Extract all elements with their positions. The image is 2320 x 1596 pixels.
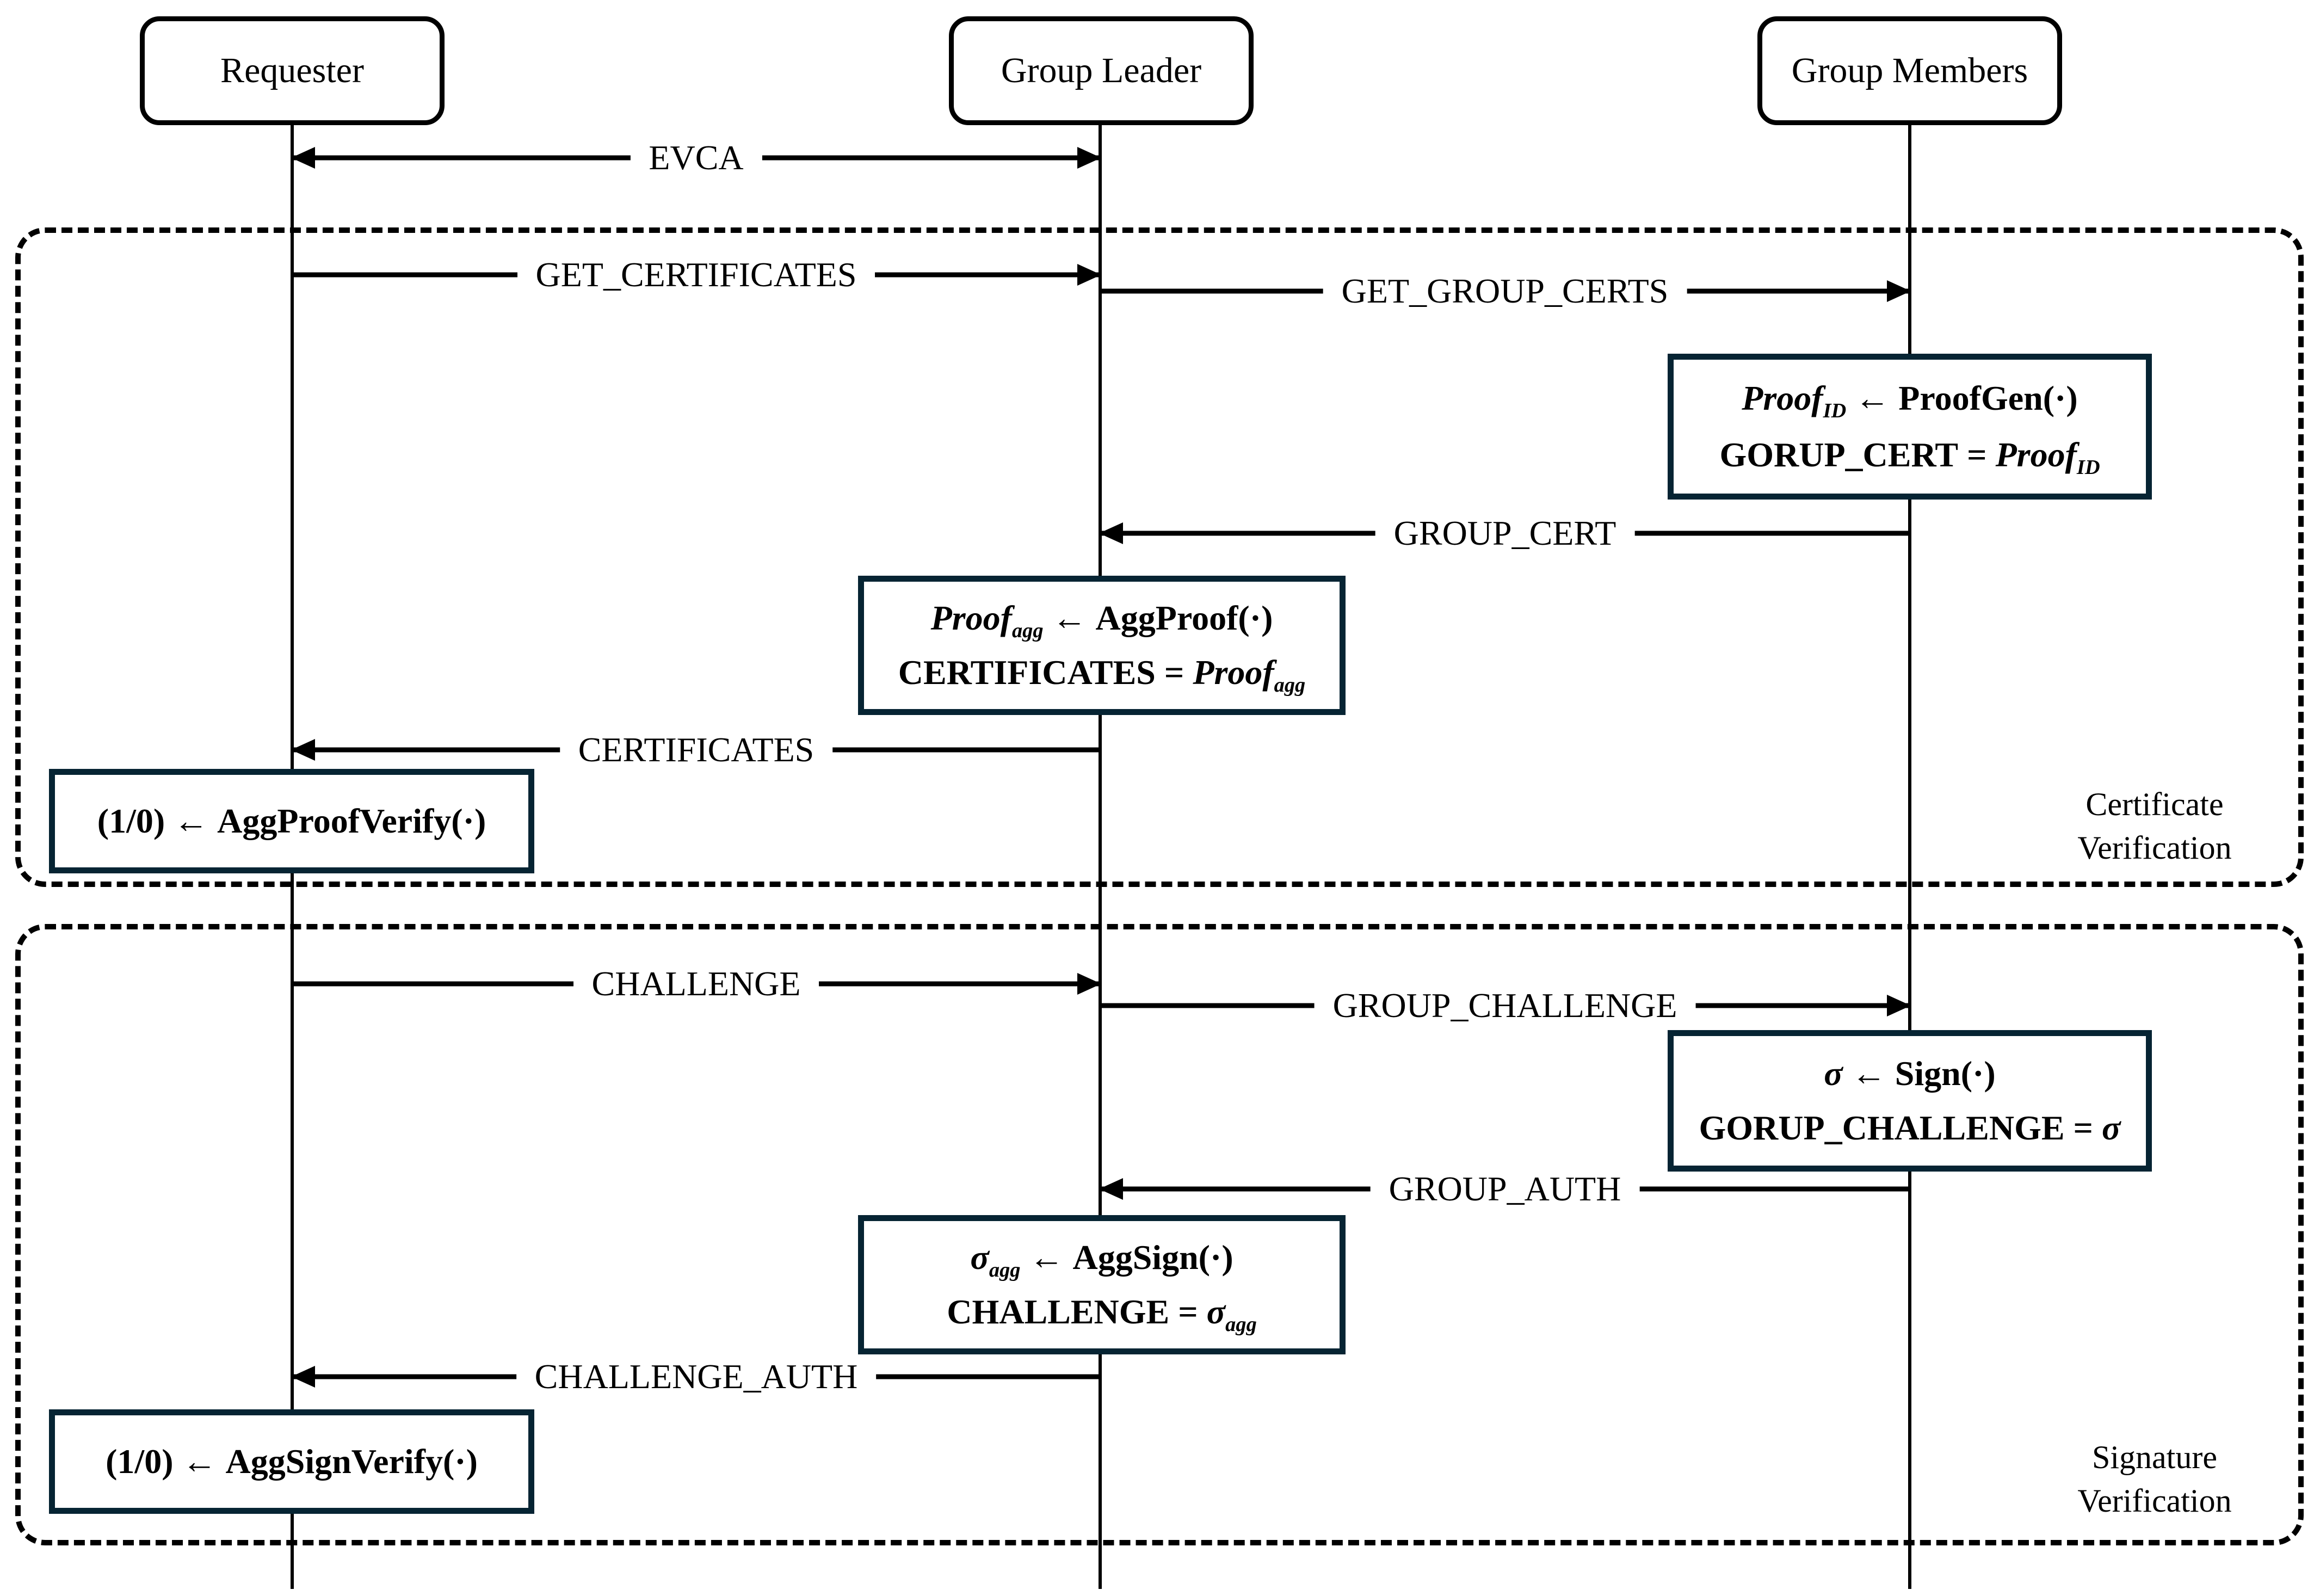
math-lhs: CHALLENGE xyxy=(947,1292,1170,1331)
math-operator: ← xyxy=(1855,379,1890,418)
math-sub: agg xyxy=(1274,673,1306,697)
arrowhead-right-icon xyxy=(1077,147,1101,169)
message-certificates: CERTIFICATES xyxy=(291,728,1100,772)
math-sub: agg xyxy=(989,1259,1021,1282)
compute-line: GORUP_CHALLENGE=σ xyxy=(1699,1111,2120,1145)
message-label: CHALLENGE xyxy=(573,966,819,1001)
message-group-auth: GROUP_AUTH xyxy=(1099,1167,1910,1211)
math-var: σ xyxy=(970,1238,989,1277)
arrowhead-left-icon xyxy=(291,147,315,169)
actor-group-leader: Group Leader xyxy=(949,16,1254,125)
message-label: GROUP_CERT xyxy=(1375,516,1635,551)
compute-line: Proofagg ←AggProof(·) xyxy=(930,599,1273,641)
arrowhead-right-icon xyxy=(1887,280,1911,302)
compute-box-proof-gen: ProofID←ProofGen(·) GORUP_CERT=ProofID xyxy=(1668,354,2152,500)
math-var: σ xyxy=(1824,1053,1843,1093)
message-get-certificates: GET_CERTIFICATES xyxy=(292,253,1101,297)
compute-line: σ←Sign(·) xyxy=(1824,1056,1995,1091)
math-function: AggProof(·) xyxy=(1095,599,1273,638)
message-group-cert: GROUP_CERT xyxy=(1099,512,1910,555)
compute-line: ProofID ←ProofGen(·) xyxy=(1742,379,2078,421)
message-label: CERTIFICATES xyxy=(559,732,833,767)
math-lhs: CERTIFICATES xyxy=(898,652,1156,692)
math-sub: agg xyxy=(1225,1312,1257,1336)
actor-label: Group Leader xyxy=(1001,51,1202,90)
compute-line: σagg ←AggSign(·) xyxy=(970,1238,1233,1280)
math-pre: (1/0) xyxy=(106,1442,174,1481)
region-label-line: Signature xyxy=(2092,1439,2217,1475)
region-label-line: Certificate xyxy=(2085,786,2224,822)
math-sub: ID xyxy=(2076,455,2100,479)
region-label-certificate-verification: Certificate Verification xyxy=(2013,782,2296,870)
math-var: Proof xyxy=(1995,435,2077,474)
compute-box-sign: σ←Sign(·) GORUP_CHALLENGE=σ xyxy=(1668,1030,2152,1172)
message-label: GROUP_CHALLENGE xyxy=(1314,988,1696,1023)
compute-box-agg-proof: Proofagg←AggProof(·) CERTIFICATES=Proofa… xyxy=(858,576,1346,715)
math-operator: = xyxy=(1967,435,1987,474)
math-function: AggSignVerify(·) xyxy=(225,1442,478,1481)
math-var: σ xyxy=(2102,1108,2121,1148)
actor-label: Requester xyxy=(220,51,364,90)
math-var: σ xyxy=(1206,1292,1226,1331)
math-operator: ← xyxy=(174,802,209,840)
math-sub: agg xyxy=(1011,619,1044,643)
math-function: ProofGen(·) xyxy=(1898,379,2078,418)
region-signature-verification xyxy=(15,924,2304,1545)
actor-requester: Requester xyxy=(140,16,445,125)
math-pre: (1/0) xyxy=(97,802,165,840)
math-function: AggProofVerify(·) xyxy=(217,802,486,840)
math-var: Proof xyxy=(1742,379,1823,418)
compute-box-agg-proof-verify: (1/0)←AggProofVerify(·) xyxy=(49,769,534,873)
math-operator: = xyxy=(2073,1108,2094,1148)
compute-line: (1/0)←AggProofVerify(·) xyxy=(97,804,486,839)
lifeline-group-leader xyxy=(1099,124,1102,1589)
compute-line: CHALLENGE=σagg xyxy=(947,1292,1257,1334)
math-var: Proof xyxy=(930,599,1012,638)
math-sub: ID xyxy=(1823,399,1847,423)
message-label: EVCA xyxy=(630,140,762,175)
region-label-line: Verification xyxy=(2077,1483,2232,1519)
message-evca: EVCA xyxy=(291,136,1101,180)
message-challenge-auth: CHALLENGE_AUTH xyxy=(291,1355,1100,1398)
math-operator: = xyxy=(1164,652,1184,692)
message-label: CHALLENGE_AUTH xyxy=(516,1359,877,1394)
arrowhead-right-icon xyxy=(1077,264,1101,286)
math-function: Sign(·) xyxy=(1895,1053,1996,1093)
region-label-line: Verification xyxy=(2077,830,2232,866)
compute-line: GORUP_CERT=ProofID xyxy=(1719,435,2100,477)
math-operator: = xyxy=(1178,1292,1198,1331)
message-get-group-certs: GET_GROUP_CERTS xyxy=(1100,269,1911,313)
region-certificate-verification xyxy=(15,227,2304,887)
actor-group-members: Group Members xyxy=(1757,16,2062,125)
lifeline-group-members xyxy=(1908,124,1911,1589)
math-operator: ← xyxy=(182,1442,217,1481)
math-operator: ← xyxy=(1851,1053,1886,1093)
message-label: GET_CERTIFICATES xyxy=(517,257,875,292)
message-label: GET_GROUP_CERTS xyxy=(1323,274,1687,309)
arrowhead-right-icon xyxy=(1887,995,1911,1016)
message-label: GROUP_AUTH xyxy=(1370,1172,1640,1206)
arrowhead-left-icon xyxy=(291,739,315,761)
math-lhs: GORUP_CERT xyxy=(1719,435,1959,474)
message-group-challenge: GROUP_CHALLENGE xyxy=(1100,984,1911,1027)
math-operator: ← xyxy=(1052,599,1087,638)
message-challenge: CHALLENGE xyxy=(292,962,1101,1006)
math-operator: ← xyxy=(1029,1238,1064,1277)
compute-box-agg-sign: σagg←AggSign(·) CHALLENGE=σagg xyxy=(858,1215,1346,1354)
arrowhead-left-icon xyxy=(1099,522,1123,544)
arrowhead-left-icon xyxy=(291,1366,315,1388)
actor-label: Group Members xyxy=(1791,51,2028,90)
compute-line: CERTIFICATES=Proofagg xyxy=(898,652,1306,695)
arrowhead-right-icon xyxy=(1077,973,1101,995)
math-lhs: GORUP_CHALLENGE xyxy=(1699,1108,2065,1148)
arrowhead-left-icon xyxy=(1099,1178,1123,1200)
math-function: AggSign(·) xyxy=(1072,1238,1233,1277)
compute-box-agg-sign-verify: (1/0)←AggSignVerify(·) xyxy=(49,1409,534,1514)
math-var: Proof xyxy=(1193,652,1274,692)
region-label-signature-verification: Signature Verification xyxy=(2013,1435,2296,1523)
compute-line: (1/0)←AggSignVerify(·) xyxy=(106,1444,478,1479)
